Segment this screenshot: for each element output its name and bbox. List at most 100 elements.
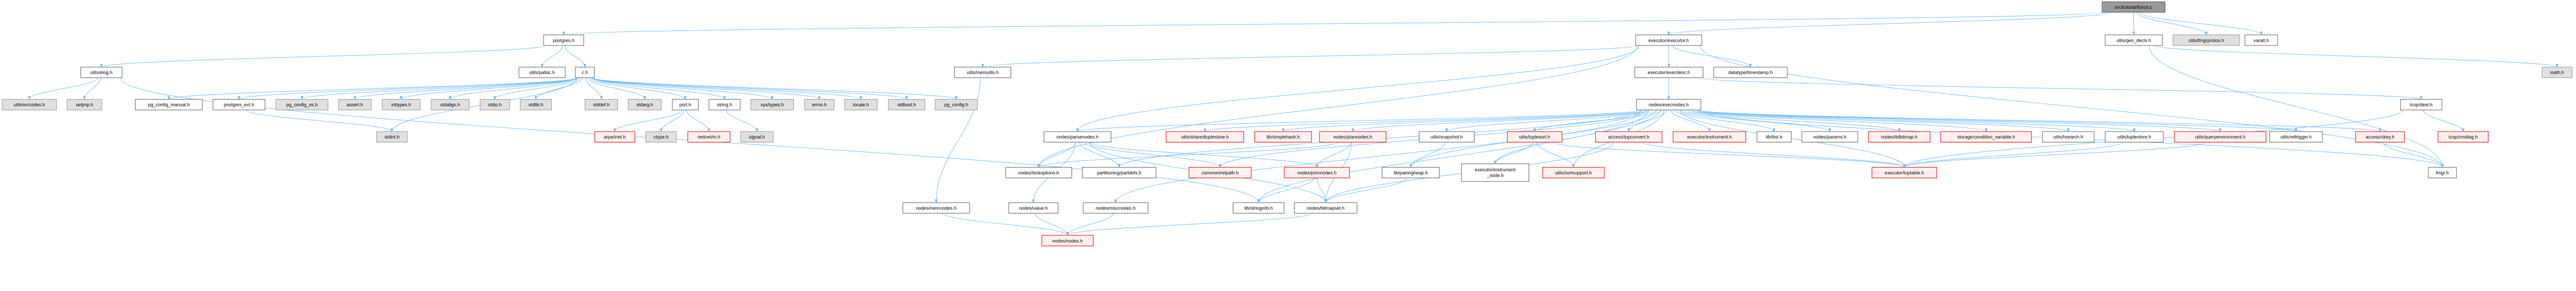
- node-label: utils/queryenvironment.h: [2195, 135, 2246, 140]
- node-stringinfo-h[interactable]: lib/stringinfo.h: [1232, 202, 1285, 214]
- dependency-edge-executor_h-to-timestamp_h: [1672, 45, 1752, 68]
- node-funcs-c[interactable]: src/tutorial/funcs.c: [2102, 1, 2165, 13]
- node-lockoptions-h[interactable]: nodes/lockoptions.h: [1005, 167, 1072, 179]
- node-hsearch-h[interactable]: utils/hsearch.h: [2042, 131, 2095, 143]
- node-signal-h[interactable]: signal.h: [740, 131, 774, 143]
- node-tupconvert-h[interactable]: access/tupconvert.h: [1595, 131, 1663, 143]
- node-sortsupport-h[interactable]: utils/sortsupport.h: [1542, 167, 1605, 179]
- node-ctype-h[interactable]: ctype.h: [646, 131, 677, 143]
- node-palloc-h[interactable]: utils/palloc.h: [518, 67, 566, 78]
- node-condition-variable-h[interactable]: storage/condition_variable.h: [1940, 131, 2032, 143]
- node-box: [646, 131, 677, 143]
- node-stdio-h[interactable]: stdio.h: [480, 99, 510, 110]
- node-box: [1940, 131, 2032, 143]
- node-tuplestore-h[interactable]: utils/tuplestore.h: [2105, 131, 2164, 143]
- node-miscnodes-h[interactable]: nodes/miscnodes.h: [1082, 202, 1148, 214]
- node-math-h[interactable]: math.h: [2541, 67, 2572, 78]
- node-value-h[interactable]: nodes/value.h: [1008, 202, 1059, 214]
- node-box: [1636, 99, 1701, 110]
- node-stdlib-h[interactable]: stdlib.h: [520, 99, 552, 110]
- node-errno-h[interactable]: errno.h: [804, 99, 835, 110]
- dependency-edge-elog_h-to-errcodes_h: [28, 77, 98, 100]
- node-execnodes-h[interactable]: nodes/execnodes.h: [1636, 99, 1701, 110]
- node-relpath-h[interactable]: common/relpath.h: [1189, 167, 1252, 179]
- node-memutils-h[interactable]: utils/memutils.h: [954, 67, 1011, 78]
- node-snapshot-h[interactable]: utils/snapshot.h: [1419, 131, 1475, 143]
- node-postgres-h[interactable]: postgres.h: [543, 35, 584, 46]
- node-label: stdalign.h: [440, 102, 460, 107]
- node-nodes-h[interactable]: nodes/nodes.h: [1041, 235, 1094, 247]
- node-box: [376, 131, 408, 143]
- node-timestamp-h[interactable]: datatype/timestamp.h: [1713, 67, 1788, 78]
- node-pg-config-manual-h[interactable]: pg_config_manual.h: [135, 99, 203, 110]
- node-label: stdlib.h: [529, 102, 543, 107]
- node-sys-types-h[interactable]: sys/types.h: [750, 99, 794, 110]
- node-pg-config-os-h[interactable]: pg_config_os.h: [276, 99, 329, 110]
- node-errcodes-h[interactable]: utils/errcodes.h: [2, 99, 57, 110]
- node-label: tcop/dest.h: [2410, 102, 2433, 107]
- node-parsenodes-h[interactable]: nodes/parsenodes.h: [1043, 131, 1111, 143]
- node-tuplesort-h[interactable]: utils/tuplesort.h: [1507, 131, 1563, 143]
- node-dest-h[interactable]: tcop/dest.h: [2400, 99, 2443, 110]
- node-fmgrprotos-h[interactable]: utils/fmgrprotos.h: [2173, 35, 2240, 46]
- node-sharedtuplestore-h[interactable]: utils/sharedtuplestore.h: [1165, 131, 1244, 143]
- node-instrument-node-h[interactable]: executor/instrument_node.h: [1461, 163, 1530, 182]
- node-elog-h[interactable]: utils/elog.h: [80, 67, 123, 78]
- node-primnodes-h[interactable]: nodes/primnodes.h: [1284, 167, 1350, 179]
- node-box: [80, 67, 123, 78]
- node-label: utils/elog.h: [90, 70, 112, 75]
- node-instrument-h[interactable]: executor/instrument.h: [1672, 131, 1747, 143]
- node-stddef-h[interactable]: stddef.h: [585, 99, 618, 110]
- node-tuptable-h[interactable]: executor/tuptable.h: [1871, 167, 1937, 179]
- node-bitmapset-h[interactable]: nodes/bitmapset.h: [1294, 202, 1358, 214]
- node-box: [2105, 35, 2163, 46]
- node-stdarg-h[interactable]: stdarg.h: [628, 99, 662, 110]
- node-c-h[interactable]: c.h: [575, 67, 595, 78]
- node-setjmp-h[interactable]: setjmp.h: [66, 99, 103, 110]
- dependency-edge-c_h-to-stdalign_h: [449, 77, 579, 100]
- node-partdefs-h[interactable]: partitioning/partdefs.h: [1082, 167, 1157, 179]
- node-ilist-h[interactable]: lib/ilist.h: [1756, 131, 1792, 143]
- node-execdesc-h[interactable]: executor/execdesc.h: [1634, 67, 1704, 78]
- node-geo-decls-h[interactable]: utils/geo_decls.h: [2105, 35, 2163, 46]
- node-memnodes-h[interactable]: nodes/memnodes.h: [902, 202, 970, 214]
- node-postgres-ext-h[interactable]: postgres_ext.h: [212, 99, 265, 110]
- node-varatt-h[interactable]: varatt.h: [2244, 35, 2278, 46]
- node-pairingheap-h[interactable]: lib/pairingheap.h: [1382, 167, 1440, 179]
- node-label: utils/sortsupport.h: [1555, 170, 1592, 175]
- node-locale-h[interactable]: locale.h: [844, 99, 878, 110]
- node-reltrigger-h[interactable]: utils/reltrigger.h: [2269, 131, 2323, 143]
- node-label: ctype.h: [654, 135, 669, 140]
- node-tidbitmap-h[interactable]: nodes/tidbitmap.h: [1868, 131, 1930, 143]
- node-string-h[interactable]: string.h: [708, 99, 741, 110]
- dependency-edge-funcs_c-to-varatt_h: [2140, 12, 2263, 36]
- node-label: stdbool.h: [897, 102, 916, 107]
- node-box: [2269, 131, 2323, 143]
- node-queryenvironment-h[interactable]: utils/queryenvironment.h: [2174, 131, 2266, 143]
- dependency-edge-c_h-to-pg_config_manual_h: [167, 77, 578, 100]
- node-executor-h[interactable]: executor/executor.h: [1635, 35, 1702, 46]
- node-pg-config-h[interactable]: pg_config.h: [935, 99, 978, 110]
- dependency-edge-tuplesort_h-to-tuptable_h: [1553, 142, 1906, 168]
- node-arpa-inet-h[interactable]: arpa/inet.h: [594, 131, 635, 143]
- dependency-edge-plannodes_h-to-lockoptions_h: [1037, 142, 1337, 168]
- node-stdalign-h[interactable]: stdalign.h: [431, 99, 469, 110]
- node-box: [672, 99, 699, 110]
- node-simplehash-h[interactable]: lib/simplehash.h: [1254, 131, 1312, 143]
- node-inttypes-h[interactable]: inttypes.h: [382, 99, 421, 110]
- node-skey-h[interactable]: access/skey.h: [2355, 131, 2405, 143]
- node-port-h[interactable]: port.h: [672, 99, 699, 110]
- node-cmdtag-h[interactable]: tcop/cmdtag.h: [2437, 131, 2489, 143]
- node-params-h[interactable]: nodes/params.h: [1801, 131, 1858, 143]
- node-label: executor/executor.h: [1649, 38, 1689, 43]
- node-assert-h[interactable]: assert.h: [338, 99, 372, 110]
- node-netinet-in-h[interactable]: netinet/in.h: [687, 131, 731, 143]
- node-stdint-h[interactable]: stdint.h: [376, 131, 408, 143]
- node-label: access/tupconvert.h: [1608, 135, 1650, 140]
- node-label: utils/hsearch.h: [2054, 135, 2083, 140]
- node-fmgr-h[interactable]: fmgr.h: [2428, 167, 2457, 179]
- node-box: [1507, 131, 1563, 143]
- node-plannodes-h[interactable]: nodes/plannodes.h: [1319, 131, 1386, 143]
- node-stdbool-h[interactable]: stdbool.h: [888, 99, 925, 110]
- node-box: [844, 99, 878, 110]
